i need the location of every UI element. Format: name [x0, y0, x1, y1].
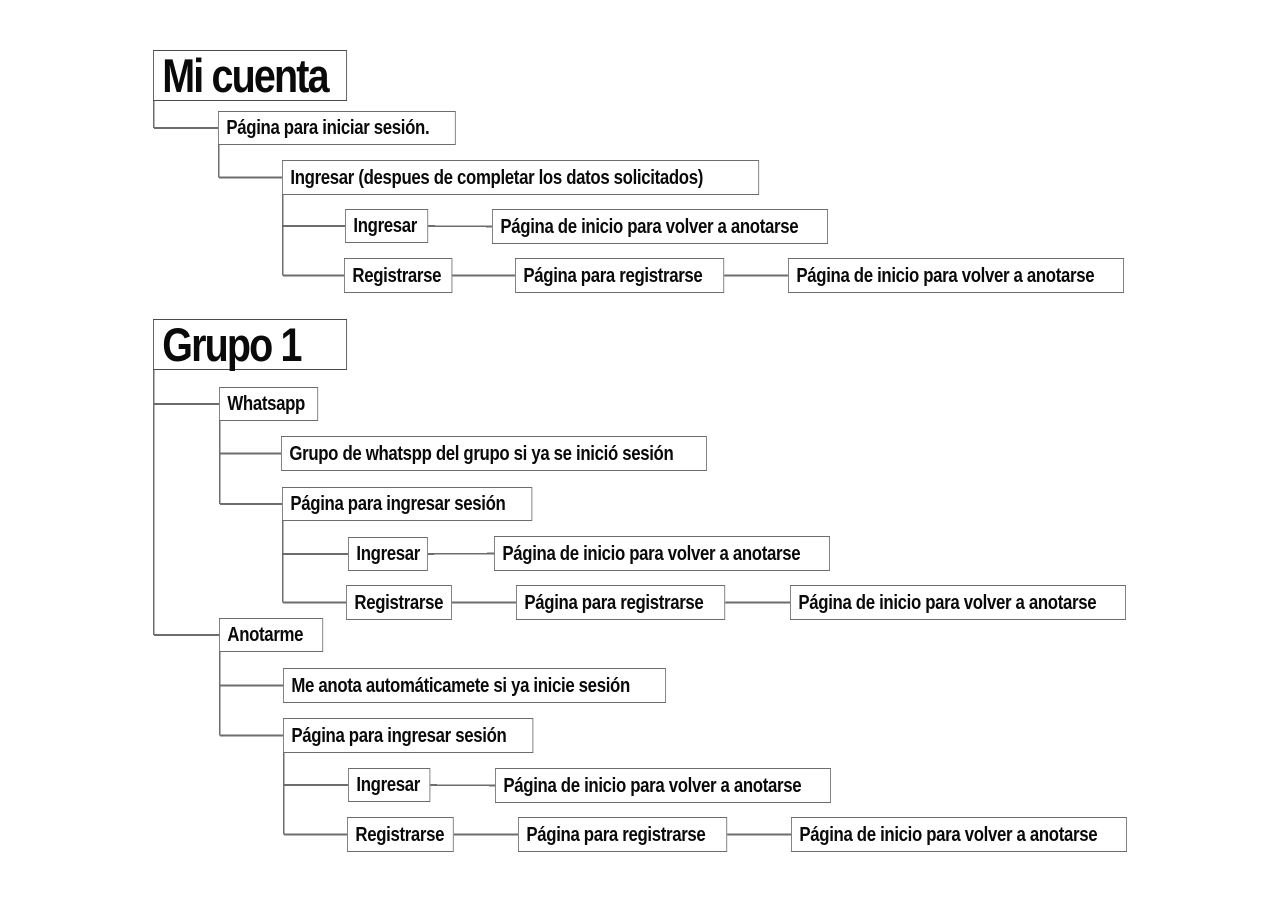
- node-label: Ingresar: [356, 774, 421, 796]
- node-label: Whatsapp: [227, 393, 305, 415]
- node-box-mc-registrarse-inicio[interactable]: Página de inicio para volver a anotarse: [788, 258, 1124, 293]
- node-label: Me anota automáticamete si ya inicie ses…: [291, 674, 630, 697]
- node-label: Página para iniciar sesión.: [226, 117, 430, 139]
- node-label: Página para registrarse: [523, 264, 703, 287]
- node-label: Registrarse: [352, 264, 442, 287]
- node-box-whatsapp[interactable]: Whatsapp: [219, 387, 318, 421]
- node-label: Página para registrarse: [526, 823, 706, 846]
- node-label: Ingresar: [356, 543, 421, 565]
- node-label: Ingresar (despues de completar los datos…: [290, 166, 703, 189]
- node-box-an-pagina-ingresar[interactable]: Página para ingresar sesión: [283, 718, 533, 753]
- node-box-an-pagina-registrarse[interactable]: Página para registrarse: [518, 817, 727, 852]
- node-label: Página para ingresar sesión: [290, 493, 506, 515]
- node-label: Ingresar: [353, 215, 418, 237]
- node-box-wa-ingresar-inicio[interactable]: Página de inicio para volver a anotarse: [494, 536, 830, 571]
- node-label: Mi cuenta: [162, 49, 329, 102]
- node-label: Página de inicio para volver a anotarse: [798, 591, 1097, 614]
- node-box-wa-registrarse-inicio[interactable]: Página de inicio para volver a anotarse: [790, 585, 1126, 620]
- node-box-an-ingresar[interactable]: Ingresar: [348, 768, 430, 802]
- node-box-grupo-whatsapp[interactable]: Grupo de whatspp del grupo si ya se inic…: [281, 436, 707, 471]
- node-label: Página de inicio para volver a anotarse: [799, 823, 1098, 846]
- node-box-ingresar-despues[interactable]: Ingresar (despues de completar los datos…: [282, 160, 759, 195]
- edge-mc-ingresar-to-mc-ingresar-inicio: [427, 225, 493, 228]
- node-label: Registrarse: [355, 823, 445, 846]
- node-box-an-registrarse[interactable]: Registrarse: [347, 817, 454, 852]
- node-box-mc-pagina-registrarse[interactable]: Página para registrarse: [515, 258, 724, 293]
- node-label: Página de inicio para volver a anotarse: [500, 215, 799, 238]
- node-box-wa-pagina-registrarse[interactable]: Página para registrarse: [516, 585, 725, 620]
- node-label: Página para ingresar sesión: [291, 724, 507, 747]
- edge-an-ingresar-to-an-ingresar-inicio: [429, 784, 496, 787]
- node-label: Grupo 1: [162, 318, 302, 371]
- node-box-mc-registrarse[interactable]: Registrarse: [344, 258, 452, 293]
- node-label: Anotarme: [227, 624, 304, 646]
- node-box-wa-pagina-ingresar[interactable]: Página para ingresar sesión: [282, 487, 532, 521]
- section-box-mi-cuenta[interactable]: Mi cuenta: [153, 50, 347, 101]
- node-box-wa-ingresar[interactable]: Ingresar: [348, 537, 428, 571]
- node-label: Página de inicio para volver a anotarse: [503, 774, 802, 797]
- node-box-pagina-iniciar-sesion[interactable]: Página para iniciar sesión.: [218, 111, 456, 145]
- node-box-mc-ingresar[interactable]: Ingresar: [345, 209, 428, 243]
- node-box-an-ingresar-inicio[interactable]: Página de inicio para volver a anotarse: [495, 768, 831, 803]
- node-label: Página de inicio para volver a anotarse: [502, 542, 801, 565]
- node-box-wa-registrarse[interactable]: Registrarse: [346, 585, 452, 620]
- node-label: Registrarse: [354, 591, 444, 614]
- node-box-me-anota-auto[interactable]: Me anota automáticamete si ya inicie ses…: [283, 668, 666, 703]
- section-box-grupo-1[interactable]: Grupo 1: [153, 319, 347, 370]
- node-box-mc-ingresar-inicio[interactable]: Página de inicio para volver a anotarse: [492, 209, 828, 244]
- edge-wa-ingresar-to-wa-ingresar-inicio: [427, 552, 495, 555]
- node-box-an-registrarse-inicio[interactable]: Página de inicio para volver a anotarse: [791, 817, 1127, 852]
- node-label: Grupo de whatspp del grupo si ya se inic…: [289, 442, 674, 465]
- node-label: Página de inicio para volver a anotarse: [796, 264, 1095, 287]
- node-box-anotarme[interactable]: Anotarme: [219, 618, 323, 652]
- node-label: Página para registrarse: [524, 591, 704, 614]
